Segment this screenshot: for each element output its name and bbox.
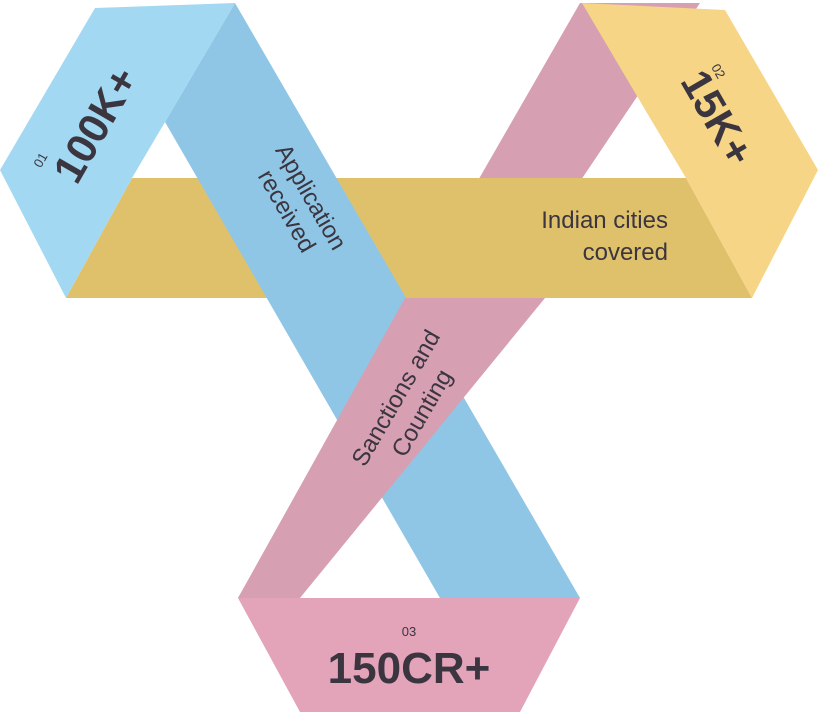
pink-stat-panel	[238, 598, 580, 712]
stat-02-caption-line-1: Indian cities	[541, 207, 668, 234]
stat-03-index: 03	[402, 624, 416, 639]
yellow-stat-panel	[582, 3, 818, 298]
blue-stat-panel	[0, 3, 235, 298]
yellow-ribbon-band	[66, 178, 752, 298]
pink-ribbon-band-over	[238, 298, 545, 598]
stat-02-index: 02	[708, 61, 728, 81]
stat-03-value: 150CR+	[328, 644, 491, 693]
stat-02-caption: Indian cities covered	[541, 207, 668, 266]
stat-03-group: 03 150CR+	[328, 624, 491, 693]
stat-01-index: 01	[30, 150, 50, 170]
blue-ribbon-band	[165, 3, 580, 598]
stat-02-caption-line-2: covered	[583, 239, 668, 266]
